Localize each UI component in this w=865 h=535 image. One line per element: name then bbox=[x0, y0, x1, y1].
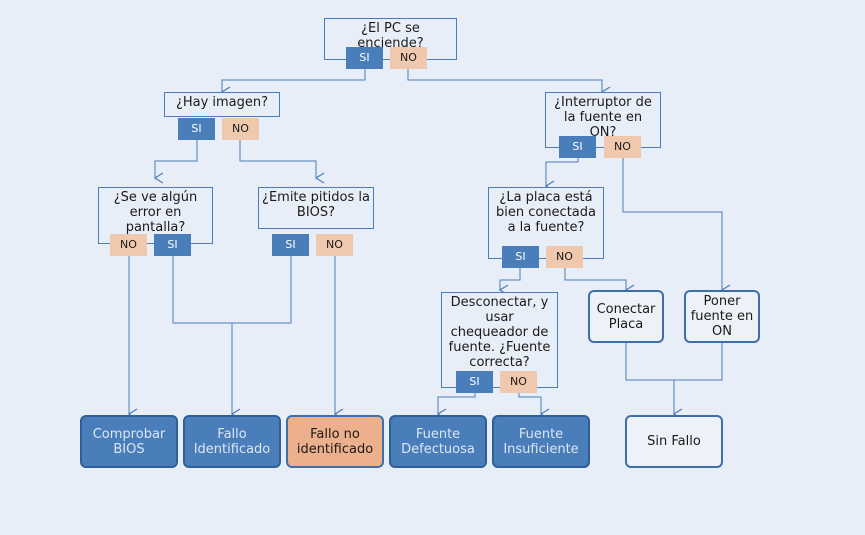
edge-pc-yes-image bbox=[222, 69, 366, 92]
edge-disc-yes-faulty bbox=[438, 393, 476, 414]
psu-switch-no-tag: NO bbox=[604, 136, 641, 158]
action-psu-on: Poner fuente en ON bbox=[684, 290, 760, 343]
screen-error-yes-tag: SI bbox=[154, 234, 191, 256]
psu-switch-yes-tag: SI bbox=[559, 136, 596, 158]
edge-beep-yes-merge bbox=[232, 256, 292, 324]
bios-beep-no-tag: NO bbox=[316, 234, 353, 256]
edge-board-no-connect bbox=[564, 268, 626, 290]
result-psu-insufficient-text: Fuente Insuficiente bbox=[503, 426, 579, 457]
board-no-tag: NO bbox=[546, 246, 583, 268]
pc-on-yes-tag: SI bbox=[346, 47, 383, 69]
board-yes-tag: SI bbox=[502, 246, 539, 268]
edge-connect-merge bbox=[625, 343, 674, 381]
edge-psuon-merge bbox=[674, 343, 723, 381]
result-psu-faulty-text: Fuente Defectuosa bbox=[401, 426, 475, 457]
edge-board-yes-disconnect bbox=[500, 268, 521, 290]
decision-bios-beep: ¿Emite pitidos la BIOS? bbox=[258, 187, 374, 229]
result-no-fault: Sin Fallo bbox=[625, 415, 723, 468]
screen-error-no-tag: NO bbox=[110, 234, 147, 256]
image-yes-tag: SI bbox=[178, 118, 215, 140]
result-fault-unidentified: Fallo no identificado bbox=[286, 415, 384, 468]
result-psu-faulty: Fuente Defectuosa bbox=[389, 415, 487, 468]
edge-switch-no-psuon bbox=[622, 157, 722, 290]
decision-bios-beep-text: ¿Emite pitidos la BIOS? bbox=[262, 190, 370, 220]
action-connect-board: Conectar Placa bbox=[588, 290, 664, 343]
disconnect-yes-tag: SI bbox=[456, 371, 493, 393]
decision-board-connected-text: ¿La placa está bien conectada a la fuent… bbox=[495, 190, 596, 235]
edge-image-yes-error bbox=[155, 140, 198, 178]
image-no-tag: NO bbox=[222, 118, 259, 140]
result-fault-identified: Fallo Identificado bbox=[183, 415, 281, 468]
pc-on-no-tag: NO bbox=[390, 47, 427, 69]
edge-switch-yes-board bbox=[546, 157, 579, 186]
result-no-fault-text: Sin Fallo bbox=[647, 434, 701, 449]
decision-image-text: ¿Hay imagen? bbox=[175, 95, 269, 110]
edge-image-no-beep bbox=[239, 140, 316, 178]
decision-image: ¿Hay imagen? bbox=[164, 92, 280, 117]
decision-psu-switch-text: ¿Interruptor de la fuente en ON? bbox=[554, 95, 652, 140]
edge-disc-no-insufficient bbox=[518, 393, 541, 414]
decision-screen-error-text: ¿Se ve algún error en pantalla? bbox=[113, 190, 198, 235]
decision-disconnect-text: Desconectar, y usar chequeador de fuente… bbox=[448, 295, 551, 370]
result-check-bios-text: Comprobar BIOS bbox=[92, 426, 166, 457]
action-psu-on-text: Poner fuente en ON bbox=[690, 294, 754, 339]
result-psu-insufficient: Fuente Insuficiente bbox=[492, 415, 590, 468]
bios-beep-yes-tag: SI bbox=[272, 234, 309, 256]
result-fault-unidentified-text: Fallo no identificado bbox=[296, 426, 374, 457]
result-check-bios: Comprobar BIOS bbox=[80, 415, 178, 468]
edge-pc-no-switch bbox=[407, 69, 602, 92]
result-fault-identified-text: Fallo Identificado bbox=[193, 426, 271, 457]
edge-error-yes-merge bbox=[172, 256, 232, 324]
action-connect-board-text: Conectar Placa bbox=[596, 301, 656, 332]
disconnect-no-tag: NO bbox=[500, 371, 537, 393]
